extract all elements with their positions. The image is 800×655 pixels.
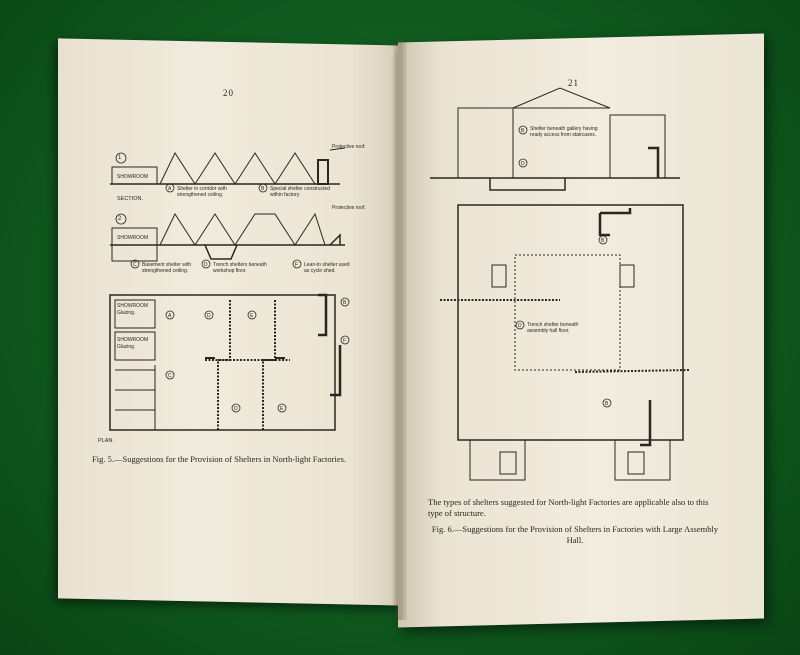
- plan-trench-e: [262, 300, 276, 430]
- plan-letter-f: F: [343, 338, 347, 344]
- section2-roof: [159, 212, 326, 246]
- fig5-caption: Fig. 5.—Suggestions for the Provision of…: [92, 454, 347, 464]
- label-b-gallery: Shelter beneath gallery having ready acc…: [530, 126, 598, 138]
- section1-showroom-box: [111, 166, 158, 185]
- plan-glazing-1-label: Glazing.: [117, 310, 136, 316]
- section-left-block: [457, 107, 514, 179]
- plan-trench-d: [217, 300, 231, 430]
- letter-f-1: F: [295, 262, 299, 268]
- plan-showroom-2-label: SHOWROOM: [117, 337, 149, 343]
- section1-roof: [159, 151, 320, 185]
- section2-leanto-f: [329, 233, 341, 246]
- plan-shelter-f: [330, 345, 342, 397]
- plan-letter-e-1: E: [250, 313, 254, 319]
- plan-letter-e-2: E: [280, 406, 284, 412]
- section-label: SECTION.: [117, 196, 143, 202]
- plan-letter-a: A: [168, 313, 172, 319]
- letter-a-1: A: [168, 186, 172, 192]
- plan-stair-1: [491, 264, 507, 288]
- right-letter-b-1: B: [521, 128, 525, 134]
- plan-annex-left: [469, 440, 526, 481]
- label-a: Shelter in corridor with strengthened ce…: [177, 186, 227, 198]
- section-shelter-b: [648, 146, 660, 178]
- right-letter-b-2: B: [601, 238, 605, 244]
- plan-letter-d-1: D: [207, 313, 211, 319]
- plan-hall-outline: [457, 204, 684, 441]
- plan-shelter-b-top: [598, 208, 632, 237]
- letter-d-1: D: [204, 262, 208, 268]
- section1-protective-roof: Protective roof.: [332, 144, 366, 150]
- section1-shelter-b: [317, 159, 329, 185]
- plan-showroom-1-label: SHOWROOM: [117, 303, 149, 309]
- section-trench-d: [489, 178, 566, 191]
- right-letter-b-3: B: [605, 401, 609, 407]
- fig6-caption: Fig. 6.—Suggestions for the Provision of…: [431, 524, 719, 545]
- left-page-number: 20: [223, 88, 234, 98]
- plan-letter-b: B: [343, 300, 347, 306]
- plan-label: PLAN.: [98, 438, 114, 444]
- section1-showroom-label: SHOWROOM: [117, 174, 149, 180]
- plan-showroom-2: [114, 331, 156, 361]
- label-d-trench: Trench shelter beneath assembly hall flo…: [527, 322, 579, 334]
- plan-showroom-1: [114, 299, 156, 329]
- plan-shelter-b-bottom: [640, 400, 652, 447]
- right-letter-d-2: D: [518, 323, 522, 329]
- label-b: Special shelter constructed within facto…: [270, 186, 331, 198]
- right-letter-d-1: D: [521, 161, 525, 167]
- letter-b-1: B: [261, 186, 265, 192]
- right-page-number: 21: [568, 78, 579, 88]
- plan-stair-2: [619, 264, 635, 288]
- plan-shelter-b: [318, 293, 328, 337]
- section2-showroom-label: SHOWROOM: [117, 235, 149, 241]
- section2-number: 2: [118, 216, 122, 222]
- section-truss: [512, 87, 611, 109]
- label-d: Trench shelters beneath workshop floor.: [213, 262, 267, 274]
- section2-showroom-box: [111, 227, 158, 246]
- book-gutter: [393, 40, 407, 620]
- letter-c-1: C: [133, 262, 137, 268]
- right-types-text: The types of shelters suggested for Nort…: [428, 497, 709, 518]
- plan-glazing-2-label: Glazing.: [117, 344, 136, 350]
- section2-basement-c: [111, 245, 158, 262]
- plan-assembly-hall: [514, 254, 621, 371]
- plan-outline: [109, 294, 336, 431]
- label-f: Lean-to shelter used as cycle shed.: [304, 262, 350, 274]
- plan-letter-d-2: D: [234, 406, 238, 412]
- plan-letter-c: C: [168, 373, 172, 379]
- plan-annex-right: [614, 440, 671, 481]
- label-c: Basement shelter with strengthened ceili…: [142, 262, 192, 274]
- section2-trench-d: [204, 244, 238, 260]
- section2-protective-roof: Protective roof.: [332, 205, 366, 211]
- section1-number: 1: [118, 155, 122, 161]
- plan-trench-line-2: [574, 369, 691, 373]
